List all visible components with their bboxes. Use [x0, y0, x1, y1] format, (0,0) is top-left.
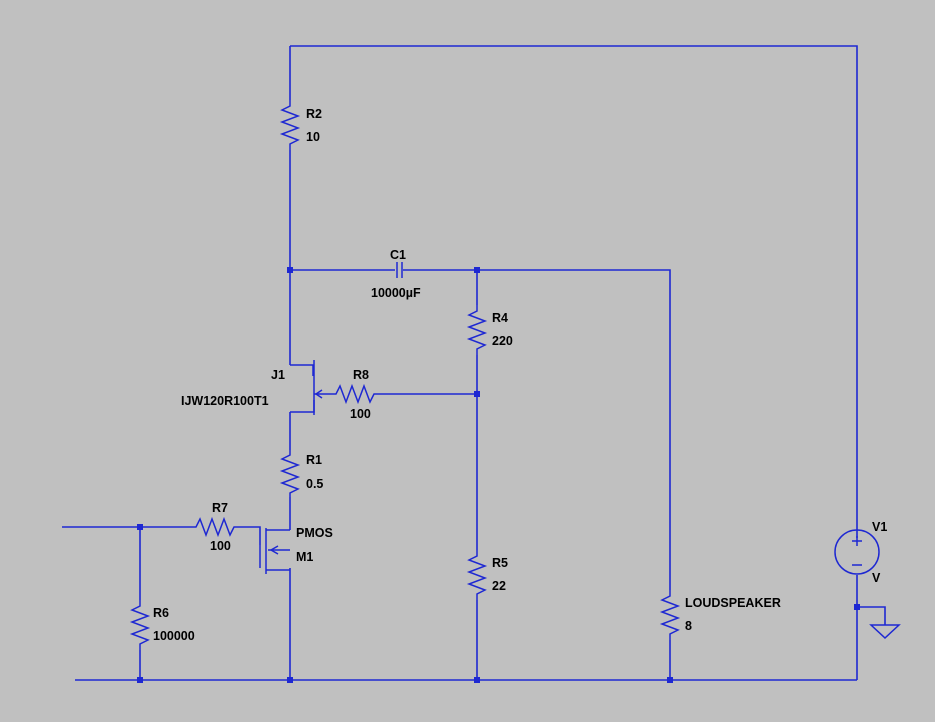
pmos-m1[interactable]: [259, 528, 290, 574]
wire-c1-right: [403, 269, 671, 590]
junction-dot: [667, 677, 673, 683]
capacitor-c1[interactable]: [396, 262, 403, 278]
r8-ref-label: R8: [353, 368, 369, 382]
junctions: [137, 267, 860, 683]
speaker-label: LOUDSPEAKER: [685, 596, 781, 610]
resistor-r7[interactable]: [190, 516, 245, 538]
c1-value-label: 10000µF: [371, 286, 421, 300]
resistor-r4[interactable]: [466, 305, 488, 355]
wire-ground-tap: [857, 606, 886, 625]
junction-dot: [137, 677, 143, 683]
r8-value-label: 100: [350, 407, 371, 421]
wire-r7-right: [245, 526, 261, 545]
junction-dot: [854, 604, 860, 610]
r2-ref-label: R2: [306, 107, 322, 121]
speaker-impedance-label: 8: [685, 619, 692, 633]
resistor-r2[interactable]: [279, 100, 301, 150]
voltage-source-v1[interactable]: [834, 529, 880, 575]
r7-ref-label: R7: [212, 501, 228, 515]
r6-value-label: 100000: [153, 629, 195, 643]
wire-top-rail: [290, 45, 858, 538]
r1-value-label: 0.5: [306, 477, 323, 491]
m1-value-label: PMOS: [296, 526, 333, 540]
junction-dot: [287, 267, 293, 273]
junction-dot: [474, 267, 480, 273]
j1-ref-label: J1: [271, 368, 285, 382]
j1-value-label: IJW120R100T1: [181, 394, 269, 408]
resistor-r8[interactable]: [330, 383, 380, 405]
c1-ref-label: C1: [390, 248, 406, 262]
r2-value-label: 10: [306, 130, 320, 144]
jfet-j1[interactable]: [290, 360, 330, 415]
junction-dot: [137, 524, 143, 530]
v1-value-label: V: [872, 571, 881, 585]
speaker-load[interactable]: [659, 590, 681, 640]
r4-value-label: 220: [492, 334, 513, 348]
resistor-r6[interactable]: [129, 600, 151, 650]
ground-icon: [869, 624, 901, 640]
wires: [62, 45, 886, 681]
r4-ref-label: R4: [492, 311, 508, 325]
m1-ref-label: M1: [296, 550, 313, 564]
resistor-r5[interactable]: [466, 550, 488, 600]
r1-ref-label: R1: [306, 453, 322, 467]
junction-dot: [474, 677, 480, 683]
junction-dot: [287, 677, 293, 683]
junction-dot: [474, 391, 480, 397]
r5-value-label: 22: [492, 579, 506, 593]
labels: R2 10 C1 10000µF R4 220 J1 IJW120R100T1 …: [153, 107, 887, 643]
r6-ref-label: R6: [153, 606, 169, 620]
v1-ref-label: V1: [872, 520, 887, 534]
r5-ref-label: R5: [492, 556, 508, 570]
resistor-r1[interactable]: [279, 450, 301, 497]
r7-value-label: 100: [210, 539, 231, 553]
